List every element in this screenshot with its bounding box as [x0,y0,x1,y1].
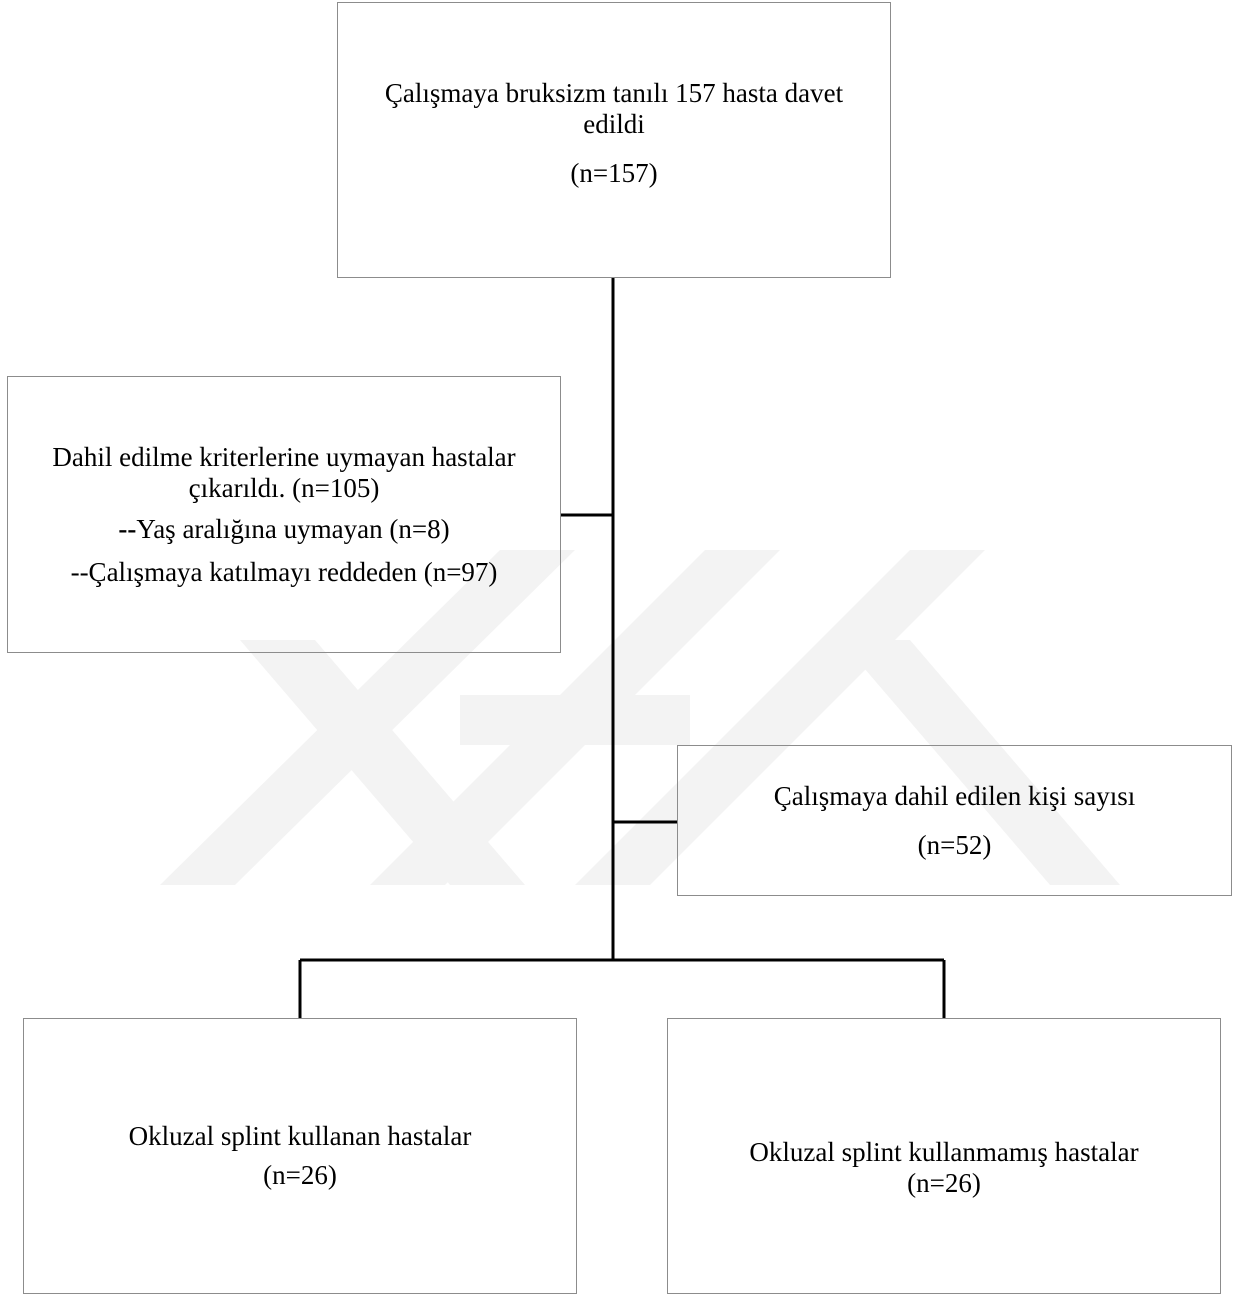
included-patients-count: (n=52) [917,829,992,860]
included-patients-box: Çalışmaya dahil edilen kişi sayısı (n=52… [677,745,1232,896]
invited-patients-box: Çalışmaya bruksizm tanılı 157 hasta dave… [337,2,891,278]
excluded-title-line1: Dahil edilme kriterlerine uymayan hastal… [52,441,516,472]
nosplint-group-box: Okluzal splint kullanmamış hastalar (n=2… [667,1018,1221,1294]
invited-patients-count: (n=157) [570,157,658,188]
splint-group-count: (n=26) [263,1160,337,1190]
excluded-age-text: Yaş aralığına uymayan (n=8) [136,513,450,544]
splint-group-box: Okluzal splint kullanan hastalar (n=26) [23,1018,577,1294]
excluded-title-line2: çıkarıldı. (n=105) [188,472,380,503]
nosplint-group-text: Okluzal splint kullanmamış hastalar [749,1137,1139,1167]
included-patients-text: Çalışmaya dahil edilen kişi sayısı [773,780,1136,811]
nosplint-group-count: (n=26) [907,1168,981,1198]
invited-patients-text: Çalışmaya bruksizm tanılı 157 hasta dave… [384,77,844,139]
excluded-refused-reason: --Çalışmaya katılmayı reddeden (n=97) [70,556,498,587]
excluded-patients-box: Dahil edilme kriterlerine uymayan hastal… [7,376,561,653]
splint-group-text: Okluzal splint kullanan hastalar [128,1121,472,1151]
excluded-age-reason: --Yaş aralığına uymayan (n=8) [118,514,449,545]
excluded-age-dash: -- [118,513,137,544]
